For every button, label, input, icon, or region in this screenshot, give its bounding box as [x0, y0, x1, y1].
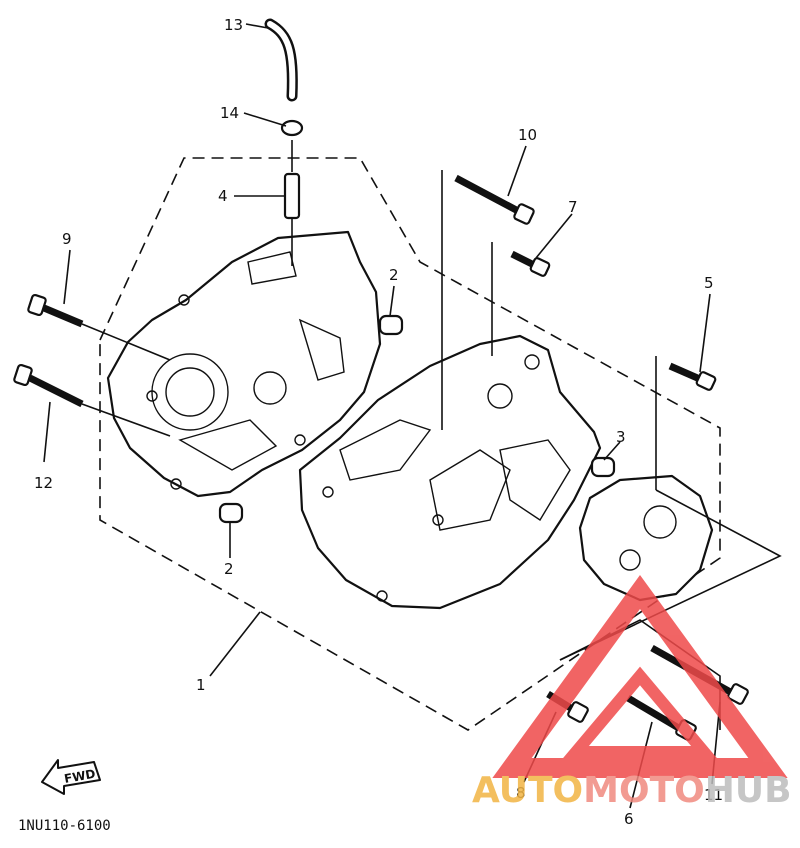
watermark-hub: HUB — [705, 770, 792, 811]
callout-3: 3 — [616, 428, 626, 446]
callout-6: 6 — [624, 810, 634, 828]
dowel-pin-2-upper — [378, 314, 404, 336]
callout-8: 8 — [516, 784, 526, 802]
callout-1: 1 — [196, 676, 206, 694]
bolt-9 — [27, 293, 84, 328]
dowel-pin-2-lower — [218, 502, 244, 524]
bolt-10 — [454, 174, 535, 225]
assembly-dashed-outline — [99, 157, 721, 731]
hose-clamp-14 — [280, 119, 304, 137]
callout-10: 10 — [518, 126, 537, 144]
right-crankcase-half — [298, 334, 602, 610]
breather-fitting-4 — [283, 172, 301, 220]
callout-12: 12 — [34, 474, 53, 492]
callout-14: 14 — [220, 104, 239, 122]
callout-7: 7 — [568, 198, 578, 216]
callout-2-upper: 2 — [389, 266, 399, 284]
bolt-7 — [510, 250, 551, 277]
dowel-pin-3 — [590, 456, 616, 478]
left-crankcase-half — [106, 230, 382, 498]
watermark-logo: AUTOMOTOHUB — [472, 574, 792, 811]
fwd-label: FWD — [63, 767, 96, 786]
diagram-code: 1NU110-6100 — [18, 818, 111, 834]
fwd-arrow-icon: FWD — [41, 759, 101, 795]
watermark-auto: AUTO — [472, 770, 583, 811]
callout-11: 11 — [704, 786, 723, 804]
side-cover — [578, 474, 714, 602]
callout-4: 4 — [218, 187, 228, 205]
bolt-12 — [13, 363, 84, 408]
watermark-moto: MOTO — [583, 770, 705, 811]
callout-9: 9 — [62, 230, 72, 248]
callout-2-lower: 2 — [224, 560, 234, 578]
callout-13: 13 — [224, 16, 243, 34]
svg-text:AUTOMOTOHUB: AUTOMOTOHUB — [472, 770, 792, 811]
bolt-5 — [668, 362, 717, 391]
callout-5: 5 — [704, 274, 714, 292]
